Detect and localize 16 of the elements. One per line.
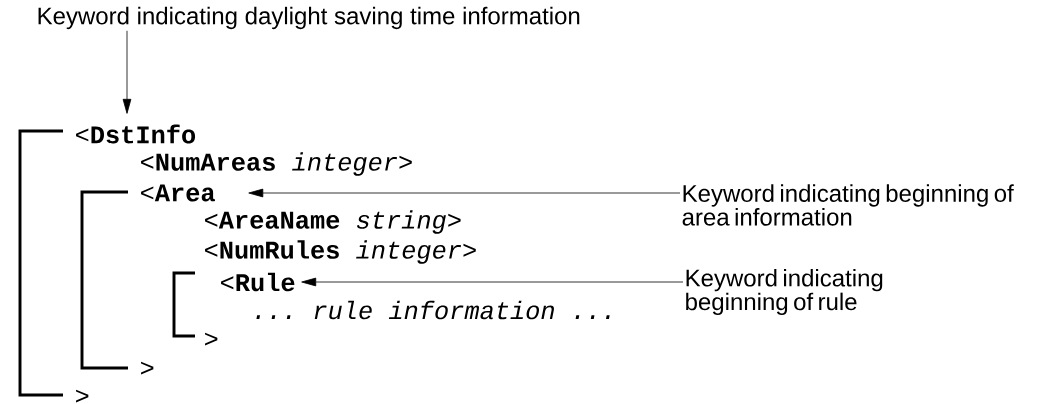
callout-text: Keyword indicating beginning of rule xyxy=(686,268,883,316)
callout-text: Keyword indicating daylight saving time information xyxy=(38,6,580,30)
code-line: <NumAreas integer> xyxy=(141,152,412,176)
code-line: <NumRules integer> xyxy=(205,240,476,264)
code-line: > xyxy=(141,361,154,375)
keyword-text: <Area xyxy=(141,184,215,202)
keyword-text: <Rule xyxy=(221,272,295,292)
callout-text: Keyword indicating beginning of area information xyxy=(682,184,1014,226)
arrow xyxy=(248,188,681,198)
arrow xyxy=(122,30,132,114)
code-line: > xyxy=(205,332,218,346)
code-line: <AreaName string> xyxy=(205,210,461,234)
code-line: ... rule information ... xyxy=(256,300,610,320)
code-line: > xyxy=(76,389,89,403)
arrow xyxy=(301,277,684,287)
keyword-text: <DstInfo xyxy=(76,124,196,144)
